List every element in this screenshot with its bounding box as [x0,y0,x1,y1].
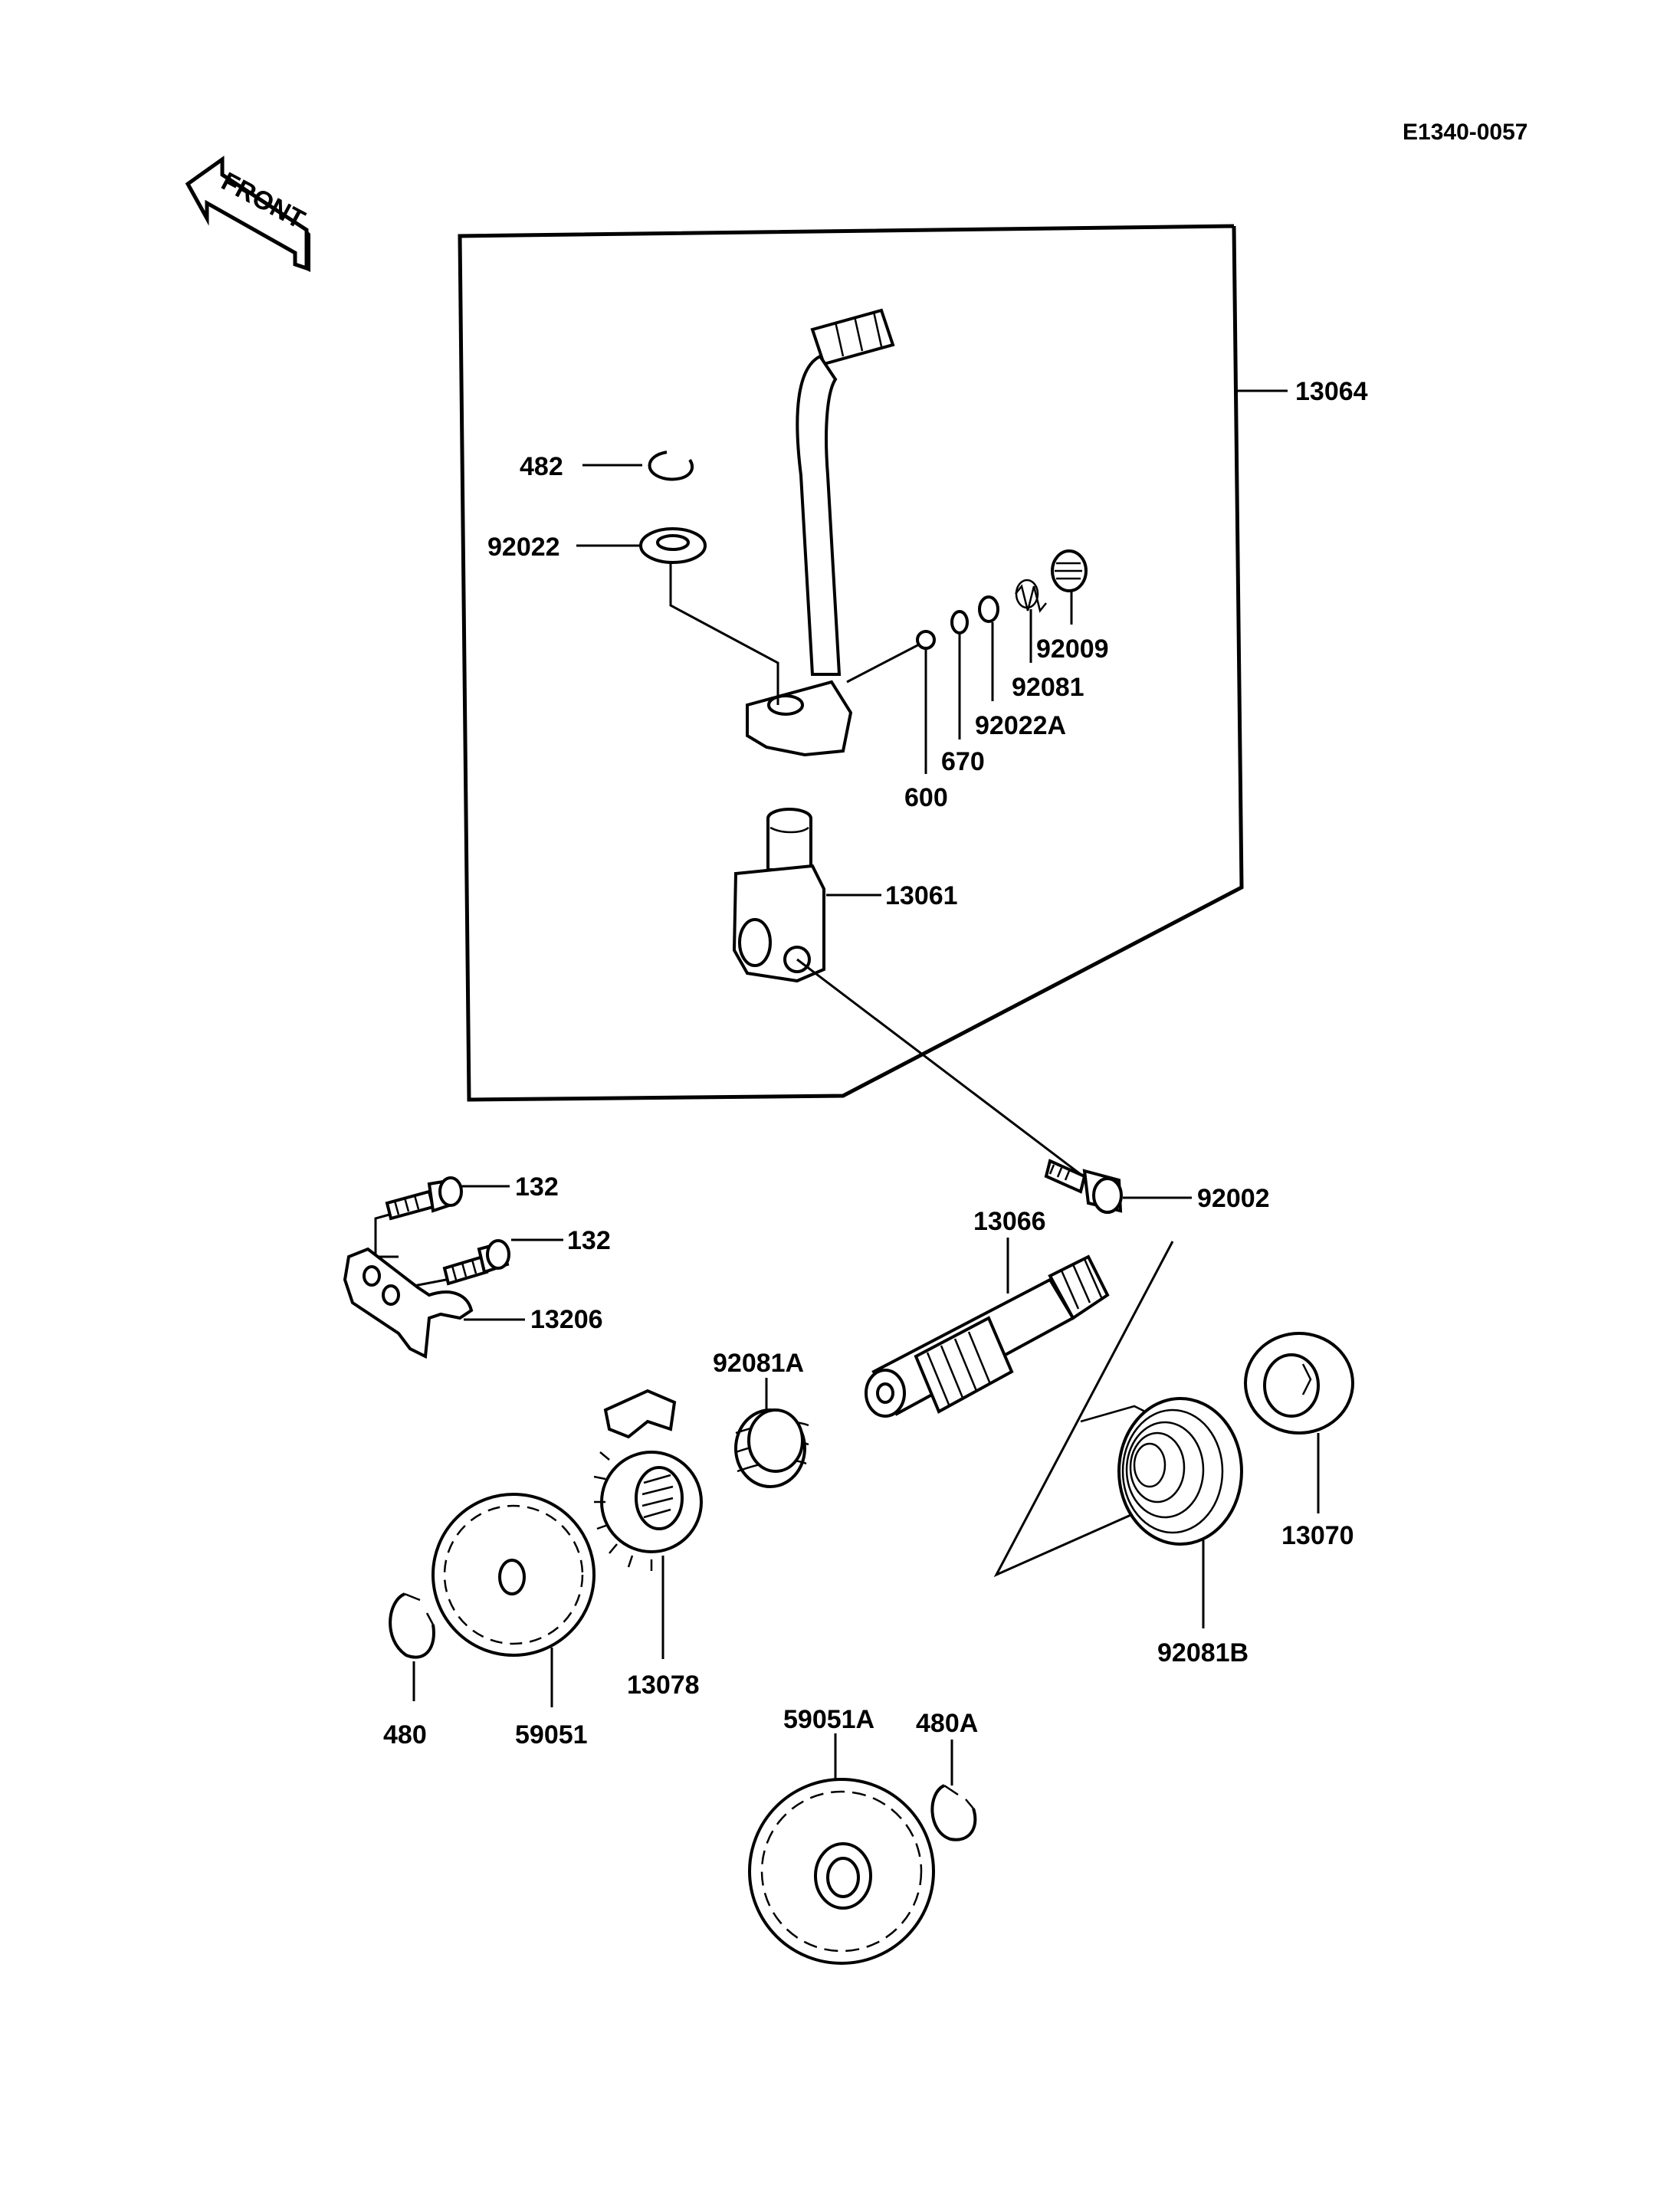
diagram-code: E1340-0057 [1403,120,1527,145]
label-92081: 92081 [1012,673,1084,702]
circlip-480 [389,1592,435,1659]
label-482: 482 [520,452,563,481]
front-arrow-icon: FRONT [185,156,310,272]
label-13078: 13078 [627,1671,700,1700]
label-132a: 132 [515,1172,559,1202]
bolt-132-upper [385,1176,463,1221]
label-92081B: 92081B [1157,1638,1249,1667]
label-600: 600 [904,783,948,812]
label-480: 480 [383,1720,427,1749]
label-92081A: 92081A [713,1349,804,1378]
kick-clamp-13061 [732,808,825,983]
label-92022: 92022 [487,533,560,562]
e-clip-482 [648,451,694,481]
ratchet-gear-13078 [593,1389,703,1571]
label-670: 670 [941,747,985,776]
leader-132a-to-plate [374,1213,399,1258]
kick-pedal-lever [746,308,895,757]
bolt-92002 [1044,1159,1123,1214]
circlip-480A [930,1784,977,1841]
label-13066: 13066 [973,1207,1046,1236]
washer-92022A [978,595,999,623]
gear-59051 [431,1493,596,1657]
label-59051: 59051 [515,1720,588,1749]
group-bracket [993,1241,1174,1578]
ball-600 [916,630,936,650]
label-92022A: 92022A [975,711,1066,740]
washer-92022 [639,527,707,564]
stopper-plate-13206 [343,1247,474,1359]
label-92009: 92009 [1036,635,1109,664]
label-13206: 13206 [530,1305,603,1334]
gear-59051A [748,1778,935,1965]
kick-shaft-13066 [865,1254,1110,1418]
spring-92081B [1080,1397,1243,1546]
spring-92081 [1015,579,1047,613]
label-13061: 13061 [885,881,958,910]
leader-92022-to-lever [669,563,779,705]
assembly-box-outline [458,224,1244,1102]
leader-clamp-to-bolt [796,958,1089,1182]
label-13070: 13070 [1281,1521,1354,1550]
label-480A: 480A [916,1709,978,1738]
label-13064: 13064 [1295,377,1368,406]
cap-92009 [1051,549,1088,592]
label-92002: 92002 [1197,1184,1270,1213]
label-59051A: 59051A [783,1705,874,1734]
collar-13070 [1244,1332,1354,1435]
leader-lever-to-ball [846,641,924,684]
ring-670 [950,610,969,635]
label-132b: 132 [567,1226,611,1255]
bolt-132-lower [442,1239,510,1286]
spring-92081A [734,1408,809,1488]
